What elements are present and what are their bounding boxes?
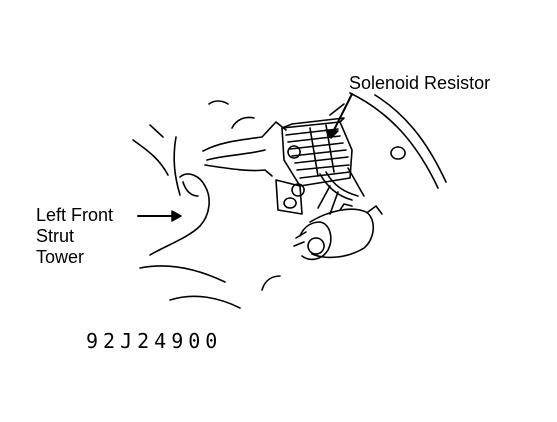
solenoid-resistor-body: [275, 117, 353, 215]
fender-outline: [329, 92, 447, 189]
strut-tower-label-line-3: Tower: [36, 247, 85, 267]
strut-tower-label: Left Front Strut Tower: [36, 205, 113, 268]
strut-tower-label-line-1: Left Front: [36, 205, 114, 225]
strut-tower-label-line-2: Strut: [36, 226, 75, 246]
coil-assembly: [293, 203, 383, 261]
figure-code: 92J24900: [86, 329, 223, 353]
strut-tower-leader: [137, 210, 182, 222]
strut-tower-outline: [132, 124, 281, 309]
solenoid-resistor-leader: [325, 93, 353, 139]
wiring-harness: [317, 167, 365, 215]
hose-outline: [202, 100, 287, 177]
solenoid-resistor-label: Solenoid Resistor: [349, 73, 491, 93]
